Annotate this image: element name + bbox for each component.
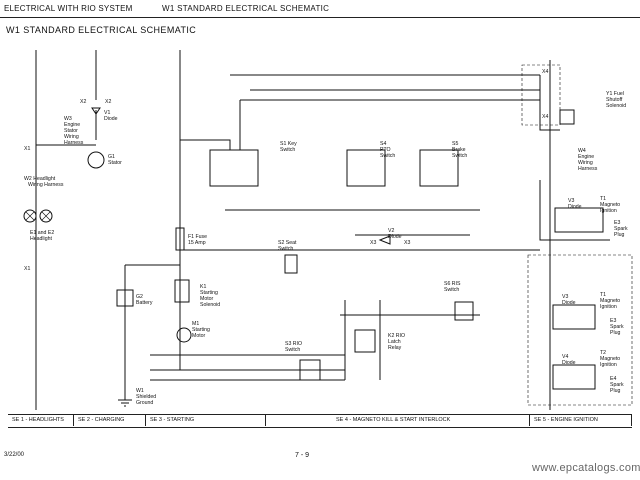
w1-ground-symbol bbox=[118, 399, 132, 407]
wire-key-switch bbox=[180, 139, 231, 150]
label-x1b: X1 bbox=[24, 266, 30, 272]
header-center: W1 STANDARD ELECTRICAL SCHEMATIC bbox=[162, 4, 330, 13]
page-header: ELECTRICAL WITH RIO SYSTEM W1 STANDARD E… bbox=[0, 0, 640, 18]
s3-rio-switch-box bbox=[299, 359, 321, 381]
wire-v3-bus bbox=[539, 180, 610, 241]
v3-t1-block bbox=[554, 207, 604, 233]
label-x4a: X4 bbox=[542, 69, 548, 75]
ignition-section-frame bbox=[527, 254, 633, 406]
g2-battery-box bbox=[116, 289, 134, 307]
s4-pto-switch-box bbox=[346, 149, 386, 187]
page-title: W1 STANDARD ELECTRICAL SCHEMATIC bbox=[6, 25, 197, 35]
k1-solenoid-box bbox=[174, 279, 190, 303]
m1-motor-symbol bbox=[176, 327, 192, 343]
e1-headlight-symbol bbox=[23, 209, 37, 223]
k2-relay-box bbox=[354, 329, 376, 353]
t2-module-box bbox=[552, 364, 596, 390]
wire-battery-bus bbox=[124, 264, 180, 400]
e2-headlight-symbol bbox=[39, 209, 53, 223]
footer-date: 3/22/00 bbox=[4, 452, 25, 458]
section-se2: SE 2 - CHARGING bbox=[74, 415, 146, 426]
v2-diode-symbol bbox=[378, 235, 391, 245]
section-se3: SE 3 - STARTING bbox=[146, 415, 266, 426]
section-se5: SE 5 - ENGINE IGNITION bbox=[530, 415, 632, 426]
wire-rio-bus bbox=[150, 354, 345, 381]
label-x3a: X3 bbox=[370, 240, 376, 246]
section-se4: SE 4 - MAGNETO KILL & START INTERLOCK bbox=[266, 415, 530, 426]
headlight-filaments bbox=[25, 211, 51, 221]
y1-solenoid-box bbox=[559, 109, 575, 125]
s5-brake-switch-box bbox=[419, 149, 459, 187]
t1-module-box bbox=[552, 304, 596, 330]
f1-fuse-box bbox=[175, 227, 185, 251]
label-x2b: X2 bbox=[105, 99, 111, 105]
s2-seat-switch-box bbox=[284, 254, 298, 274]
s1-key-switch-box bbox=[209, 149, 259, 187]
wire-top-bus-1 bbox=[239, 99, 540, 150]
wire-relay-bus bbox=[340, 300, 480, 380]
wire-fuel-solenoid bbox=[539, 75, 560, 131]
v1-diode-symbol bbox=[91, 107, 101, 115]
section-bar bbox=[8, 414, 632, 428]
header-left: ELECTRICAL WITH RIO SYSTEM bbox=[4, 4, 133, 13]
label-x4b: X4 bbox=[542, 114, 548, 120]
fuel-solenoid-frame bbox=[521, 64, 561, 126]
label-x2a: X2 bbox=[80, 99, 86, 105]
footer-page-number: 7 - 9 bbox=[295, 452, 310, 459]
g1-stator-symbol bbox=[87, 151, 105, 169]
section-se1: SE 1 - HEADLIGHTS bbox=[8, 415, 74, 426]
s6-ris-switch-box bbox=[454, 301, 474, 321]
label-x3b: X3 bbox=[404, 240, 410, 246]
label-x1: X1 bbox=[24, 146, 30, 152]
watermark: www.epcatalogs.com bbox=[532, 462, 640, 474]
